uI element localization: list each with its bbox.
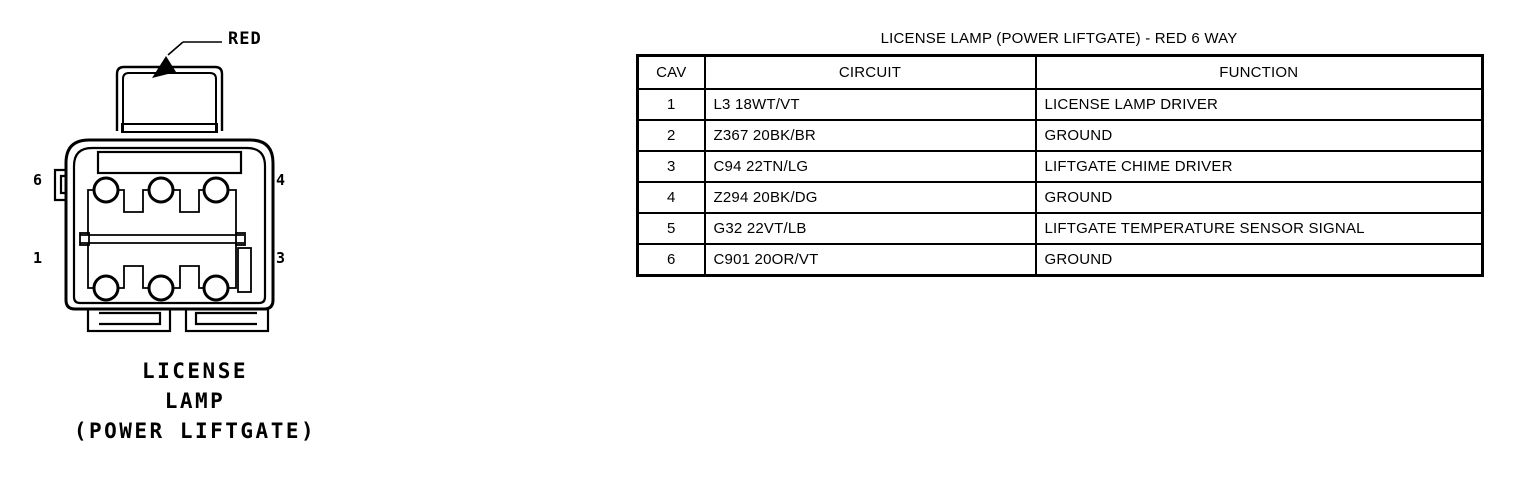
pin-number-3: 3 — [276, 249, 286, 267]
cell-circuit: G32 22VT/LB — [703, 212, 1037, 245]
pinout-table-title: LICENSE LAMP (POWER LIFTGATE) - RED 6 WA… — [880, 30, 1238, 47]
red-connector-color-label: RED — [228, 29, 262, 49]
pin-cavity-1 — [92, 274, 120, 302]
connector-bottom-tabs — [86, 307, 270, 333]
connector-caption: LICENSE LAMP (POWER LIFTGATE) — [0, 356, 390, 446]
cell-function: GROUND — [1034, 119, 1484, 152]
connector-shell — [64, 138, 275, 311]
table-row: 6 C901 20OR/VT GROUND — [636, 243, 1484, 277]
cell-circuit: L3 18WT/VT — [703, 88, 1037, 121]
pin-cavity-3 — [202, 274, 230, 302]
cell-cav: 1 — [636, 88, 706, 121]
cell-circuit: Z367 20BK/BR — [703, 119, 1037, 152]
cell-cav: 3 — [636, 150, 706, 183]
pin-cavity-2 — [147, 274, 175, 302]
caption-line-2: LAMP — [164, 389, 226, 413]
pin-number-6: 6 — [33, 171, 43, 189]
pin-cavity-4 — [202, 176, 230, 204]
pin-number-1: 1 — [33, 249, 43, 267]
table-row: 5 G32 22VT/LB LIFTGATE TEMPERATURE SENSO… — [636, 212, 1484, 245]
cell-circuit: C901 20OR/VT — [703, 243, 1037, 277]
table-row: 3 C94 22TN/LG LIFTGATE CHIME DRIVER — [636, 150, 1484, 183]
connector-illustration-panel: RED 6 1 4 3 LICENSE LAMP (POWER LIFTGATE… — [0, 0, 620, 480]
pin-cavity-5 — [147, 176, 175, 204]
table-row: 4 Z294 20BK/DG GROUND — [636, 181, 1484, 214]
column-header-function: FUNCTION — [1034, 54, 1484, 90]
cell-circuit: C94 22TN/LG — [703, 150, 1037, 183]
connector-key-notch — [53, 168, 66, 202]
cell-function: LIFTGATE TEMPERATURE SENSOR SIGNAL — [1034, 212, 1484, 245]
cell-cav: 6 — [636, 243, 706, 277]
column-header-circuit: CIRCUIT — [703, 54, 1037, 90]
connector-latch — [115, 65, 224, 133]
cell-cav: 2 — [636, 119, 706, 152]
table-row: 1 L3 18WT/VT LICENSE LAMP DRIVER — [636, 88, 1484, 121]
pin-cavities — [92, 176, 230, 302]
pinout-table-panel: LICENSE LAMP (POWER LIFTGATE) - RED 6 WA… — [636, 30, 1484, 277]
connector-drawing — [53, 41, 275, 333]
pinout-table: CAV CIRCUIT FUNCTION 1 L3 18WT/VT LICENS… — [636, 54, 1484, 277]
cell-function: GROUND — [1034, 243, 1484, 277]
column-header-cav: CAV — [636, 54, 706, 90]
table-row: 2 Z367 20BK/BR GROUND — [636, 119, 1484, 152]
caption-line-3: (POWER LIFTGATE) — [73, 419, 317, 443]
cell-function: LICENSE LAMP DRIVER — [1034, 88, 1484, 121]
connector-upper-rib — [96, 150, 243, 175]
caption-line-1: LICENSE — [141, 359, 248, 383]
pin-number-4: 4 — [276, 171, 286, 189]
cell-cav: 5 — [636, 212, 706, 245]
table-header-row: CAV CIRCUIT FUNCTION — [636, 54, 1484, 90]
cell-function: GROUND — [1034, 181, 1484, 214]
cell-cav: 4 — [636, 181, 706, 214]
cell-function: LIFTGATE CHIME DRIVER — [1034, 150, 1484, 183]
cell-circuit: Z294 20BK/DG — [703, 181, 1037, 214]
pin-cavity-6 — [92, 176, 120, 204]
